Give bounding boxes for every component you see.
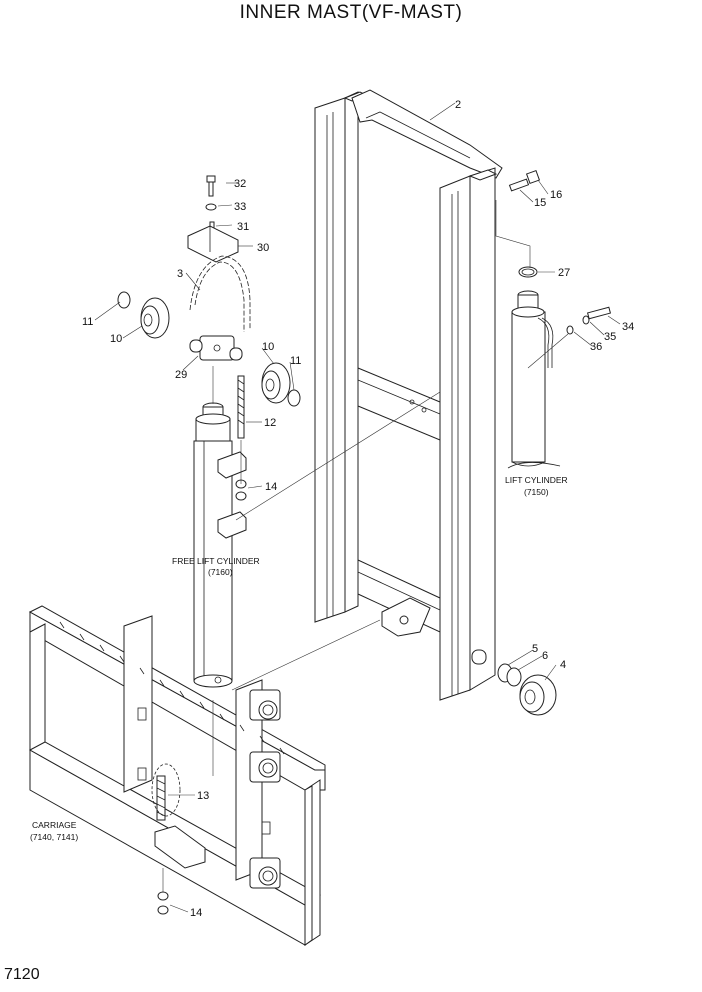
callout-30: 30 [257, 242, 269, 254]
callout-31: 31 [237, 221, 249, 233]
bolt-32 [206, 175, 216, 197]
callout-10-left: 10 [110, 333, 122, 345]
callout-11-left: 11 [82, 316, 93, 328]
washer-35 [582, 315, 590, 325]
callout-34: 34 [622, 321, 634, 333]
nut-14-lower-b [157, 905, 169, 915]
bracket-30 [187, 225, 239, 263]
callout-11-right: 11 [290, 355, 301, 367]
ring-11-right [287, 389, 301, 407]
lift-cylinder [507, 290, 561, 469]
callout-36: 36 [590, 341, 602, 353]
callout-12: 12 [264, 417, 276, 429]
free-lift-cylinder-label: FREE LIFT CYLINDER [172, 556, 260, 566]
leader-lines [94, 102, 621, 913]
callout-33: 33 [234, 201, 246, 213]
free-lift-cylinder [193, 402, 247, 688]
axle-29 [189, 335, 243, 361]
callout-16: 16 [550, 189, 562, 201]
sheave-10-left [140, 297, 170, 339]
anchor-rod-12 [237, 375, 245, 439]
nut-16 [525, 169, 541, 185]
chain-3 [189, 255, 251, 332]
callout-13: 13 [197, 790, 209, 802]
bolt-15 [508, 178, 530, 192]
bolt-34 [586, 306, 612, 320]
page-number: 7120 [4, 966, 40, 983]
lift-cylinder-ref: (7150) [524, 487, 549, 497]
callout-35: 35 [604, 331, 616, 343]
ring-11-left [117, 291, 131, 309]
callout-29: 29 [175, 369, 187, 381]
carriage-ref: (7140, 7141) [30, 832, 78, 842]
callout-4: 4 [560, 659, 566, 671]
page-title: INNER MAST(VF-MAST) [239, 2, 463, 23]
roller-4 [519, 674, 557, 716]
free-lift-cylinder-ref: (7160) [208, 567, 233, 577]
nut-14-lower-a [157, 891, 169, 901]
inner-mast-frame [314, 89, 503, 701]
ring-27 [518, 266, 538, 278]
callout-14-upper: 14 [265, 481, 277, 493]
sheave-10-right [261, 362, 291, 404]
callout-32: 32 [234, 178, 246, 190]
callout-10-right: 10 [262, 341, 274, 353]
callout-3: 3 [177, 268, 183, 280]
carriage [28, 605, 326, 946]
callout-2: 2 [455, 99, 461, 111]
callout-5: 5 [532, 643, 538, 655]
callout-14-lower: 14 [190, 907, 202, 919]
carriage-label: CARRIAGE [32, 820, 77, 830]
nut-14-upper-b [235, 491, 247, 501]
callout-15: 15 [534, 197, 546, 209]
shim-6 [506, 667, 522, 687]
washer-36 [566, 325, 574, 335]
washer-33 [205, 203, 217, 211]
callout-27: 27 [558, 267, 570, 279]
lift-cylinder-label: LIFT CYLINDER [505, 475, 568, 485]
callout-6: 6 [542, 650, 548, 662]
